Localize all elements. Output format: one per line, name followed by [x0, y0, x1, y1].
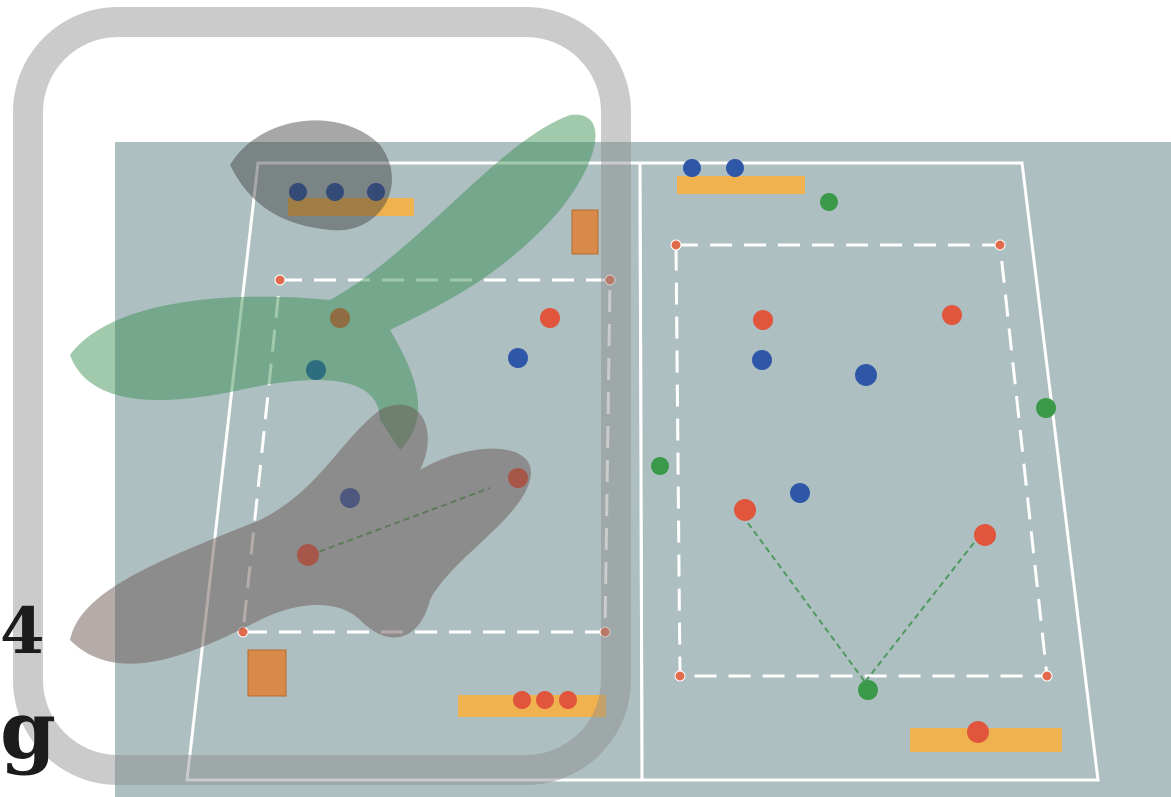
- crate-icon: [248, 650, 286, 696]
- margin-text-4: 4: [0, 600, 45, 664]
- bench-icon: [458, 695, 606, 717]
- margin-text-g: g: [0, 690, 56, 770]
- bench-icon: [677, 176, 805, 194]
- crate-icon: [572, 210, 598, 254]
